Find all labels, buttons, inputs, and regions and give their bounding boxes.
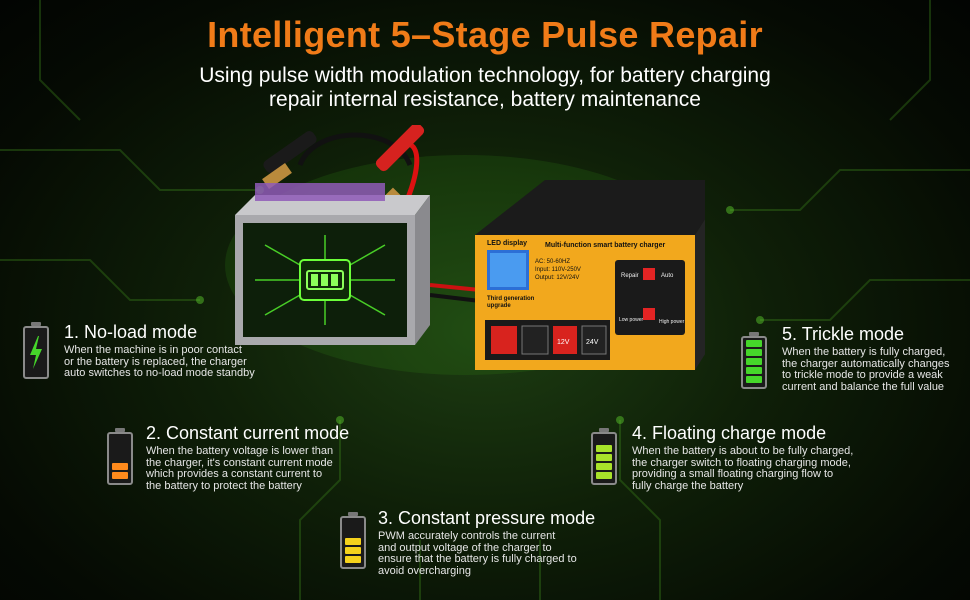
battery-full-icon	[741, 332, 767, 389]
battery-high-icon	[591, 428, 617, 485]
battery-low-icon	[107, 428, 133, 485]
mode-5-line: the charger automatically changes	[782, 357, 950, 370]
mode-2-line: the battery to protect the battery	[146, 479, 302, 492]
mode-4-line: the charger switch to floating charging …	[632, 456, 851, 469]
battery-half-icon	[340, 512, 366, 569]
mode-5-title: 5. Trickle mode	[782, 324, 905, 344]
third-gen-line-2: upgrade	[487, 303, 511, 309]
spec-input: Input: 110V-250V	[535, 267, 581, 273]
mode-1-line: When the machine is in poor contact	[64, 344, 242, 356]
mode-constant-pressure: 3. Constant pressure mode PWM accurately…	[378, 508, 618, 577]
subtitle-line-2: repair internal resistance, battery main…	[269, 88, 701, 111]
mode-4-line: providing a small floating charging flow…	[632, 468, 834, 480]
mode-4-title: 4. Floating charge mode	[632, 423, 827, 443]
mode-2-title: 2. Constant current mode	[146, 423, 350, 443]
mode-floating-charge: 4. Floating charge mode When the battery…	[632, 423, 872, 492]
24v-button-label: 24V	[586, 339, 599, 346]
mode-2-line: the charger, it's constant current mode	[146, 456, 333, 469]
charger-brand-line: Multi-function smart battery charger	[545, 242, 665, 249]
mode-constant-current: 2. Constant current mode When the batter…	[146, 423, 376, 492]
mode-3-line: PWM accurately controls the current	[378, 530, 556, 542]
low-power-label: Low power	[619, 317, 644, 323]
mode-1-line: or the battery is replaced, the charger	[64, 355, 247, 368]
led-display-label: LED display	[487, 240, 527, 247]
repair-label: Repair	[621, 273, 639, 279]
mode-no-load: 1. No-load mode When the machine is in p…	[64, 322, 294, 380]
spec-ac: AC: 50-60HZ	[535, 259, 570, 265]
mode-2-line: which provides a constant current to	[146, 468, 323, 480]
mode-3-line: and output voltage of the charger to	[378, 541, 552, 554]
car-battery	[235, 183, 430, 345]
page-title: Intelligent 5–Stage Pulse Repair	[207, 14, 763, 55]
mode-3-line: ensure that the battery is fully charged…	[378, 553, 577, 565]
black-clamp	[262, 131, 317, 189]
page-subtitle: Using pulse width modulation technology,…	[0, 64, 970, 112]
mode-4-line: fully charge the battery	[632, 479, 744, 492]
mode-5-line: to trickle mode to provide a weak	[782, 369, 943, 381]
spec-output: Output: 12V/24V	[535, 275, 579, 281]
mode-4-line: When the battery is about to be fully ch…	[632, 445, 854, 457]
mode-3-title: 3. Constant pressure mode	[378, 508, 596, 528]
mode-2-line: When the battery voltage is lower than	[146, 445, 334, 457]
auto-label: Auto	[661, 273, 674, 279]
mode-3-line: avoid overcharging	[378, 564, 471, 577]
mode-1-line: auto switches to no-load mode standby	[64, 367, 255, 379]
subtitle-line-1: Using pulse width modulation technology,…	[199, 64, 771, 87]
high-power-label: High power	[659, 319, 685, 325]
12v-button-label: 12V	[557, 339, 570, 346]
mode-5-line: When the battery is fully charged,	[782, 346, 946, 358]
mode-5-line: current and balance the full value	[782, 380, 945, 393]
mode-trickle: 5. Trickle mode When the battery is full…	[782, 324, 967, 393]
charger-unit: LED display Multi-function smart battery…	[475, 180, 705, 370]
product-illustration: LED display Multi-function smart battery…	[225, 125, 705, 375]
third-gen-line-1: Third generation	[487, 296, 535, 302]
mode-1-title: 1. No-load mode	[64, 322, 198, 342]
battery-lightning-icon	[23, 322, 49, 379]
